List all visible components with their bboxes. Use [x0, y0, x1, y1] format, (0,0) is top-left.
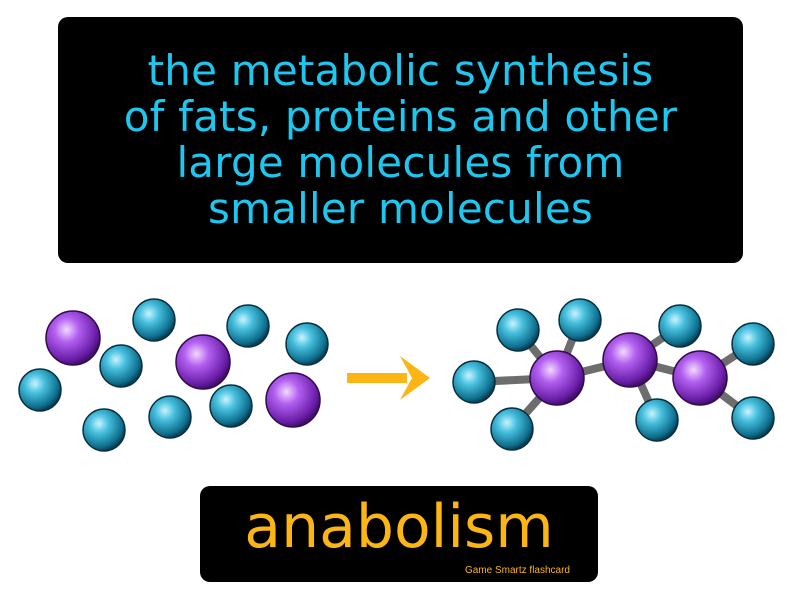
- small-molecule-icon: [18, 368, 62, 412]
- anabolism-illustration: [18, 298, 775, 452]
- definition-text: the metabolic synthesis of fats, protein…: [123, 46, 678, 233]
- large-molecule-icon: [265, 372, 321, 428]
- definition-box: the metabolic synthesis of fats, protein…: [58, 17, 743, 263]
- large-molecule-icon: [672, 350, 728, 406]
- large-molecule-icon: [602, 332, 658, 388]
- small-molecule-icon: [635, 398, 679, 442]
- reactant-molecules: [18, 298, 329, 452]
- small-molecule-icon: [658, 304, 702, 348]
- small-molecule-icon: [132, 298, 176, 342]
- small-molecule-icon: [490, 407, 534, 451]
- small-molecule-icon: [226, 304, 270, 348]
- small-molecule-icon: [148, 395, 192, 439]
- term-box: anabolism Game Smartz flashcard: [200, 486, 598, 582]
- small-molecule-icon: [731, 396, 775, 440]
- small-molecule-icon: [496, 308, 540, 352]
- brand-label: Game Smartz flashcard: [464, 565, 570, 576]
- small-molecule-icon: [558, 298, 602, 342]
- right-arrow-icon: [347, 356, 430, 400]
- product-molecule: [452, 298, 775, 451]
- small-molecule-icon: [452, 360, 496, 404]
- small-molecule-icon: [731, 322, 775, 366]
- large-molecule-icon: [45, 310, 101, 366]
- term-word: anabolism: [244, 492, 554, 562]
- large-molecule-icon: [175, 334, 231, 390]
- small-molecule-icon: [209, 384, 253, 428]
- small-molecule-icon: [285, 322, 329, 366]
- large-molecule-icon: [529, 350, 585, 406]
- small-molecule-icon: [82, 408, 126, 452]
- small-molecule-icon: [99, 344, 143, 388]
